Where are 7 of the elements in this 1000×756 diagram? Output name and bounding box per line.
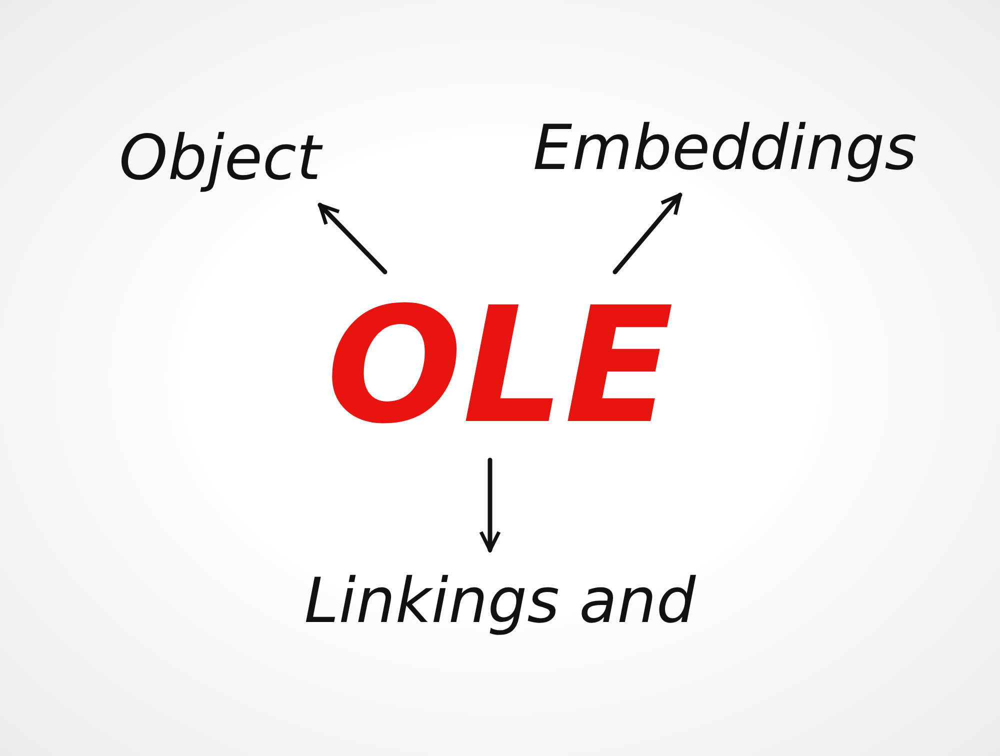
term-text: Embeddings bbox=[533, 111, 917, 184]
term-text: Object bbox=[119, 121, 321, 194]
arrow bbox=[479, 458, 501, 552]
acronym-text: OLE bbox=[326, 272, 674, 458]
arrow bbox=[318, 202, 388, 274]
term-text: Linkings and bbox=[304, 564, 696, 636]
arrow bbox=[612, 192, 682, 274]
